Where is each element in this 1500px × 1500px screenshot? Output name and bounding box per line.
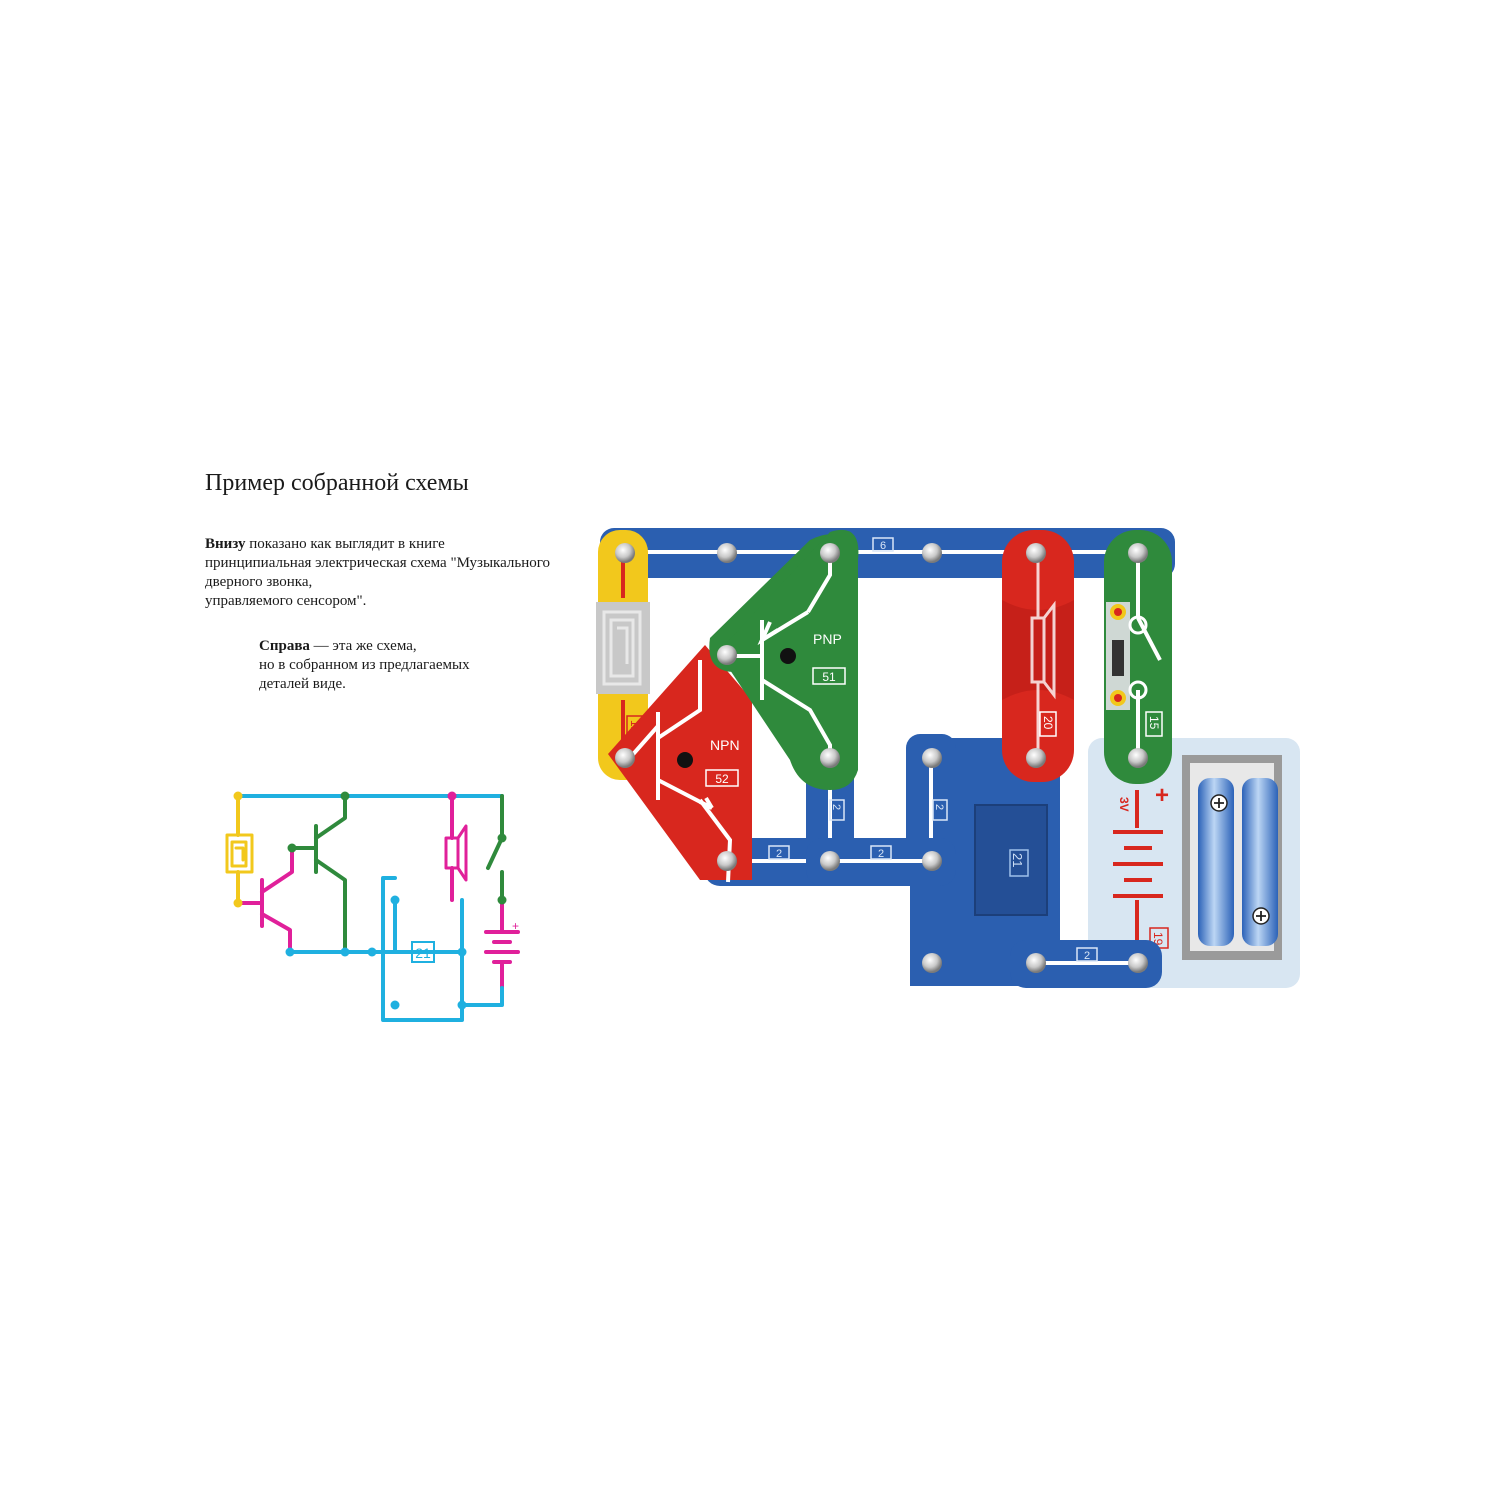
battery-number-label: 19 <box>1151 932 1165 946</box>
wire-vertical-label: 2 <box>830 804 842 810</box>
pnp-transistor: PNP 51 <box>709 529 859 790</box>
wire-bottom-left-label: 2 <box>776 848 782 860</box>
battery-plus-label: + <box>1155 782 1169 809</box>
description-right-bold: Справа <box>259 638 310 654</box>
description-right: Справа — эта же схема, но в собранном из… <box>259 637 519 694</box>
wire-bottom-middle-label: 2 <box>878 848 884 860</box>
description-right-line2: но в собранном из предлагаемых <box>259 657 470 673</box>
pnp-type-label: PNP <box>813 631 842 647</box>
speaker-label: 20 <box>1041 716 1055 730</box>
description-below-bold: Внизу <box>205 536 246 552</box>
wire-top: 6 <box>600 528 1175 578</box>
description-right-line3: деталей виде. <box>259 676 346 692</box>
battery-cell-right <box>1242 778 1278 946</box>
switch-label: 15 <box>1147 716 1161 730</box>
wire-bottom-middle: 2 <box>806 838 956 886</box>
battery-holder: + 3V 19 <box>1088 738 1300 988</box>
switch: 15 <box>1104 530 1172 784</box>
music-ic-label: 21 <box>1010 853 1025 867</box>
page-title: Пример собранной схемы <box>205 470 469 496</box>
description-below-line3: дверного звонка, <box>205 574 313 590</box>
description-below-line2: принципиальная электрическая схема "Музы… <box>205 555 551 571</box>
wire-ic-vertical-label: 2 <box>933 804 945 810</box>
npn-transistor: NPN 52 <box>608 645 752 883</box>
battery-voltage-label: 3V <box>1117 797 1131 812</box>
description-right-line1: — эта же схема, <box>309 638 417 654</box>
description-below-line1: показано как выглядит в книге <box>245 536 445 552</box>
wire-bottom-right: 2 <box>1010 940 1162 988</box>
npn-number-label: 52 <box>715 772 729 786</box>
wire-top-label: 6 <box>880 540 886 552</box>
battery-cell-left <box>1198 778 1234 946</box>
snap-connectors <box>615 543 1148 973</box>
pnp-number-label: 51 <box>822 670 836 684</box>
speaker: 20 <box>1002 530 1074 782</box>
npn-type-label: NPN <box>710 737 740 753</box>
wire-bottom-right-label: 2 <box>1084 950 1090 962</box>
description-below-line4: управляемого сенсором". <box>205 593 367 609</box>
description-below: Внизу показано как выглядит в книге прин… <box>205 535 605 611</box>
